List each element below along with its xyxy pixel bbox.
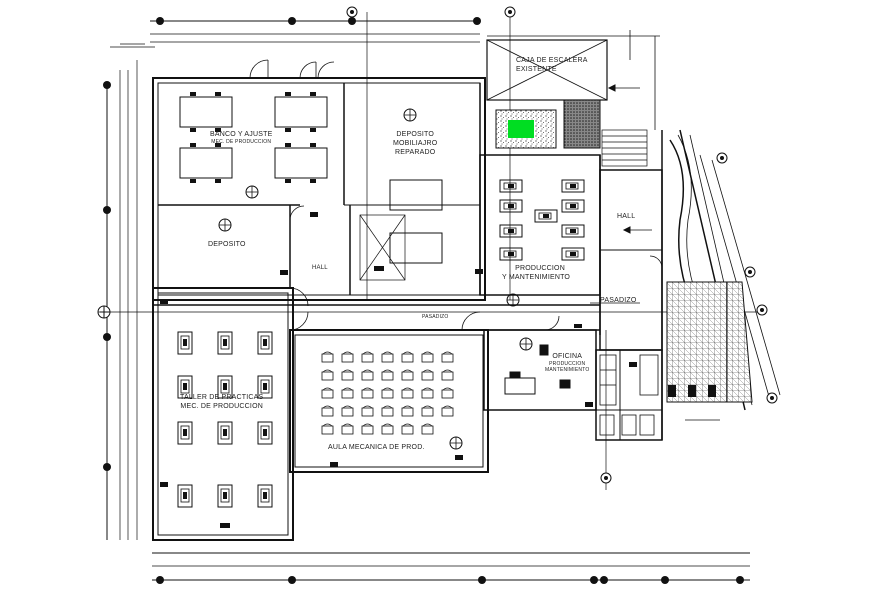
prod-line1: PRODUCCION (515, 265, 565, 272)
room-label-deposito-mobiliario: DEPOSITO MOBILIAJRO REPARADO (393, 130, 437, 157)
banco-line2: MEC. DE PRODUCCION (211, 139, 272, 145)
caja-line2: EXISTENTE (516, 66, 557, 73)
green-marker (508, 120, 534, 138)
room-label-deposito: DEPOSITO (208, 241, 246, 248)
workbenches (179, 96, 443, 264)
toilets (668, 385, 716, 397)
ofi-line3: MANTENIMIENTO (545, 367, 590, 373)
patterned-floor (666, 281, 728, 403)
grid-bubbles-bottom (156, 576, 744, 584)
room-label-oficina: OFICINA PRODUCCION MANTENIMIENTO (545, 352, 589, 373)
room-label-pasadizo-center: PASADIZO (422, 314, 449, 320)
room-label-banco-ajuste: BANCO Y AJUSTE MEC. DE PRODUCCION (210, 130, 272, 145)
production-machines (499, 179, 585, 261)
walls (152, 77, 663, 541)
prod-line2: Y MANTENIMIENTO (502, 274, 571, 281)
room-label-produccion: PRODUCCION Y MANTENIMIENTO (502, 264, 570, 282)
room-label-caja-escalera: CAJA DE ESCALERA EXISTENTE (516, 56, 588, 74)
room-label-aula: AULA MECANICA DE PROD. (328, 444, 425, 451)
banco-line1: BANCO Y AJUSTE (210, 131, 273, 138)
ofi-line1: OFICINA (552, 353, 583, 360)
room-label-hall-left: HALL (312, 265, 328, 271)
restroom-stalls (599, 354, 659, 436)
storage-cross (359, 214, 406, 281)
hatched-area-2 (563, 99, 601, 149)
ofi-line2: PRODUCCION (549, 361, 586, 367)
dep-mob-line1: DEPOSITO (396, 131, 435, 138)
room-label-hall-right: HALL (617, 213, 636, 220)
door-swings (249, 59, 663, 331)
workshop-machines (177, 331, 273, 508)
section-arrows (371, 84, 720, 421)
dimension-lines-bottom (152, 552, 750, 581)
small-fixtures (190, 92, 316, 183)
taller-line1: TALLER DE PRACTICAS (180, 394, 264, 401)
room-label-taller: TALLER DE PRACTICAS MEC. DE PRODUCCION (180, 393, 263, 411)
dep-mob-line3: REPARADO (395, 149, 436, 156)
caja-line1: CAJA DE ESCALERA (516, 57, 588, 64)
stairs (601, 129, 648, 167)
room-label-pasadizo-right: PASADIZO (600, 297, 637, 304)
grid-bubbles-top (156, 17, 481, 25)
dimension-lines-top (110, 20, 480, 48)
grid-bubbles-left (103, 81, 111, 471)
wall-fixtures (160, 212, 637, 528)
classroom-chairs (321, 351, 454, 435)
taller-line2: MEC. DE PRODUCCION (180, 403, 263, 410)
office-furniture (504, 344, 571, 395)
stair-box (486, 30, 660, 130)
dep-mob-line2: MOBILIAJRO (393, 140, 438, 147)
dimension-lines-left (106, 60, 138, 540)
